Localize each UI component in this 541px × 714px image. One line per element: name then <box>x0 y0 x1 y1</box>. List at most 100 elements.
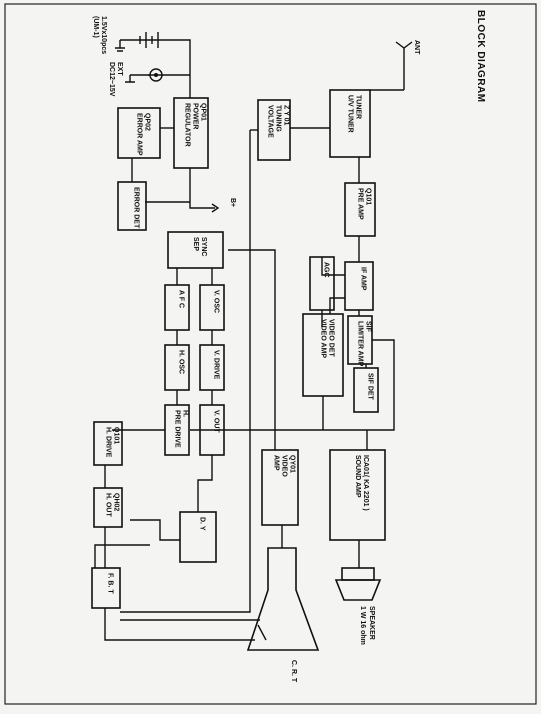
block-frame <box>117 107 161 159</box>
speaker-label: SPEAKER <box>368 606 375 640</box>
block-label: QP01 <box>200 103 207 121</box>
battery-label: 1.5Vx10pcs (UM-1) <box>92 16 107 54</box>
block-label: U/V TUNER <box>347 95 354 133</box>
block-frame <box>167 231 224 269</box>
block-label: SIF DET <box>367 373 374 401</box>
svg-text:EXT: EXT <box>116 62 123 76</box>
block-label: V. DRIVE <box>213 350 220 380</box>
block-frame <box>309 256 335 311</box>
block-frame <box>91 567 121 609</box>
block-label: ICA01( KA 2201 ) <box>362 455 369 511</box>
block-label: SEP <box>192 237 199 251</box>
block-label: PRE DRIVE <box>174 410 181 448</box>
block-label: LIMITER AMP <box>357 321 364 367</box>
block-label: TUNING <box>275 105 282 132</box>
block-frame <box>347 315 373 365</box>
block-frame <box>179 511 217 563</box>
block-if-amp: IF AMP <box>344 261 374 311</box>
block-label: ERROR AMP <box>136 113 143 156</box>
block-fbt: F. B. T <box>91 567 121 609</box>
block-agc: AGC <box>309 256 335 311</box>
crt-icon <box>246 547 320 651</box>
block-label: PRE AMP <box>357 188 364 220</box>
block-frame <box>199 344 225 391</box>
block-label: D. Y <box>199 517 206 531</box>
block-label: VOLTAGE <box>267 105 274 138</box>
speaker-icon <box>334 567 382 601</box>
block-label: H. <box>182 410 189 417</box>
block-sif-det: SIF DET <box>353 367 379 413</box>
block-frame <box>93 487 123 528</box>
block-label: Q101 <box>365 188 372 205</box>
block-label: IF AMP <box>360 267 367 291</box>
block-label: QP02 <box>144 113 151 131</box>
speaker-label: 1 W 16 ohm <box>359 606 366 645</box>
battery-icon <box>115 32 159 52</box>
block-label: V. OUT <box>213 410 220 433</box>
page-frame <box>4 3 537 705</box>
block-frame <box>302 313 344 397</box>
block-frame <box>353 367 379 413</box>
block-label: AGC <box>323 262 330 278</box>
block-label: SIF <box>365 321 372 333</box>
block-v-drive: V. DRIVE <box>199 344 225 391</box>
block-label: VIDEO DET <box>328 319 335 357</box>
signal-wires <box>94 39 405 641</box>
crt-label: C. R. T <box>290 660 297 683</box>
block-label: AMP <box>273 455 280 471</box>
block-frame <box>173 97 209 169</box>
block-frame <box>164 284 190 331</box>
block-frame <box>117 181 147 231</box>
block-label: TUNER <box>355 95 362 119</box>
b-plus-arrow <box>211 203 220 213</box>
block-frame <box>329 89 371 158</box>
block-label: VIDEO <box>281 455 288 477</box>
block-label: REGULATOR <box>184 103 191 147</box>
antenna-icon <box>395 41 413 49</box>
block-label: SOUND AMP <box>354 455 361 498</box>
block-label: H. DRIVE <box>105 427 112 458</box>
svg-text:DC12~15V: DC12~15V <box>108 62 115 97</box>
block-frame <box>164 404 190 456</box>
block-label: H. OSC <box>178 350 185 374</box>
block-label: A F C <box>178 290 185 308</box>
block-frame <box>164 344 190 391</box>
antenna-label: ANT <box>413 40 420 55</box>
block-label: QY01 <box>289 455 296 473</box>
block-error-det: ERROR DET <box>117 181 147 231</box>
block-label: Q101 <box>113 427 120 444</box>
block-label: QH02 <box>113 493 120 511</box>
block-frame <box>199 404 225 456</box>
block-afc: A F C <box>164 284 190 331</box>
block-frame <box>199 284 225 331</box>
block-frame <box>261 449 299 526</box>
svg-text:(UM-1): (UM-1) <box>92 16 99 38</box>
block-label: H. OUT <box>105 493 112 517</box>
ext-power-label: EXT DC12~15V <box>108 62 123 97</box>
block-h-osc: H. OSC <box>164 344 190 391</box>
block-label: SYNC <box>200 237 207 256</box>
block-label: VIDEO AMP <box>320 319 327 358</box>
block-label: Z Y 01 <box>283 105 290 125</box>
block-frame <box>329 449 386 541</box>
svg-text:1.5Vx10pcs: 1.5Vx10pcs <box>100 16 107 54</box>
block-frame <box>344 182 376 237</box>
dc-jack-icon <box>125 68 163 83</box>
block-label: ERROR DET <box>133 187 140 229</box>
block-dy: D. Y <box>179 511 217 563</box>
block-sound-amp: ICA01( KA 2201 )SOUND AMP <box>329 449 386 541</box>
block-label: POWER <box>192 103 199 129</box>
